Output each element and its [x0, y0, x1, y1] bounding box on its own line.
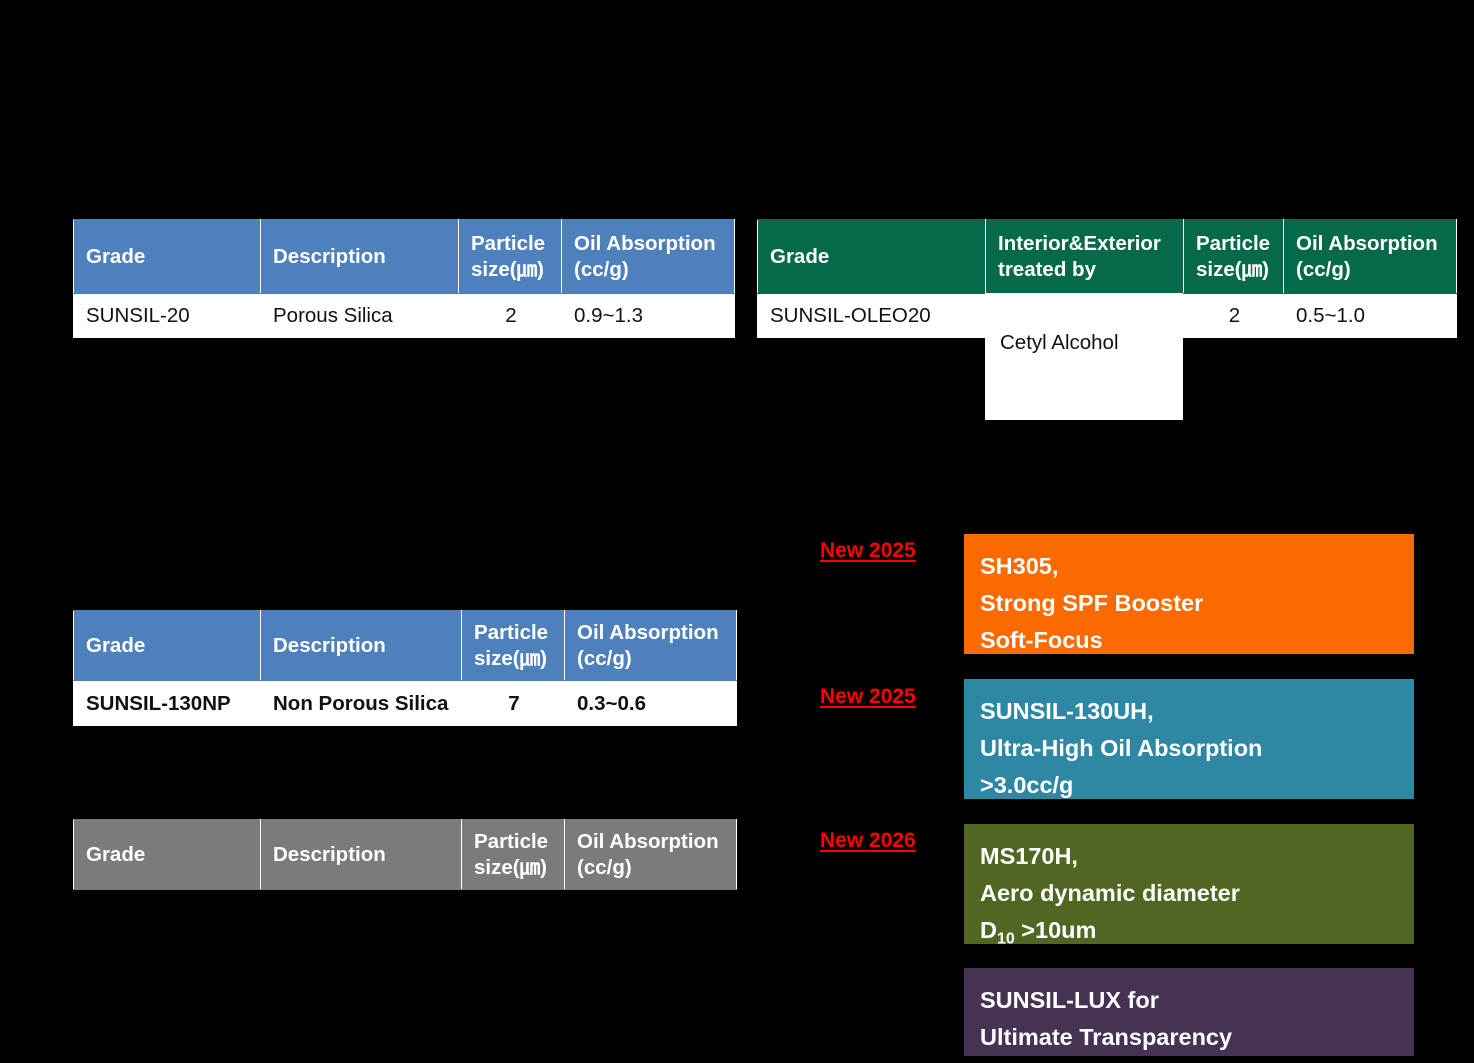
cell-oil-absorption: 0.3~0.6 — [564, 680, 737, 726]
banner-ms170h-line1: MS170H, — [980, 843, 1078, 869]
cell-grade: SUNSIL-OLEO20 — [757, 293, 986, 338]
cell-oil-absorption: 0.5~1.0 — [1283, 293, 1457, 338]
column-header-grade: Grade — [73, 610, 261, 681]
cell-grade: SUNSIL-20 — [73, 293, 261, 338]
new-2025-tag-sunsil-130uh: New 2025 — [820, 685, 916, 708]
banner-ms170h: MS170H, Aero dynamic diameter D10 >10um — [964, 824, 1414, 947]
cell-grade: SUNSIL-130NP — [73, 680, 261, 726]
banner-ms170h-line2: Aero dynamic diameter — [980, 880, 1240, 906]
new-2025-tag-sh305: New 2025 — [820, 539, 916, 562]
table-row: SUNSIL-20 Porous Silica 2 0.9~1.3 — [73, 293, 735, 338]
cell-description: Porous Silica — [260, 293, 459, 338]
cell-treated-by: Cetyl Alcohol — [985, 293, 1183, 420]
column-header-description: Description — [260, 219, 459, 294]
d-value: >10um — [1014, 917, 1097, 943]
column-header-oil-absorption: Oil Absorption(cc/g) — [1283, 219, 1457, 294]
d-symbol: D — [980, 917, 997, 943]
column-header-grade: Grade — [757, 219, 986, 294]
cell-particle-size: 2 — [1183, 293, 1284, 338]
d-subscript: 10 — [996, 930, 1015, 948]
column-header-oil-absorption: Oil Absorption(cc/g) — [564, 610, 737, 681]
column-header-grade: Grade — [73, 819, 261, 890]
column-header-grade: Grade — [73, 219, 261, 294]
column-header-oil-absorption: Oil Absorption(cc/g) — [564, 819, 737, 890]
cell-description: Non Porous Silica — [260, 680, 462, 726]
column-header-oil-absorption: Oil Absorption(cc/g) — [561, 219, 735, 294]
cell-particle-size: 7 — [461, 680, 565, 726]
cell-oil-absorption: 0.9~1.3 — [561, 293, 735, 338]
column-header-description: Description — [260, 610, 462, 681]
banner-sunsil-lux: SUNSIL-LUX for Ultimate Transparency — [964, 968, 1414, 1056]
cell-particle-size: 2 — [458, 293, 562, 338]
table-row: SUNSIL-130NP Non Porous Silica 7 0.3~0.6 — [73, 680, 737, 726]
banner-sh305: SH305, Strong SPF Booster Soft-Focus — [964, 534, 1414, 654]
banner-ms170h-line3: D10 >10um — [980, 912, 1414, 949]
banner-sunsil-130uh: SUNSIL-130UH, Ultra-High Oil Absorption … — [964, 679, 1414, 799]
new-2026-tag-ms170h: New 2026 — [820, 829, 916, 852]
column-header-description: Description — [260, 819, 462, 890]
